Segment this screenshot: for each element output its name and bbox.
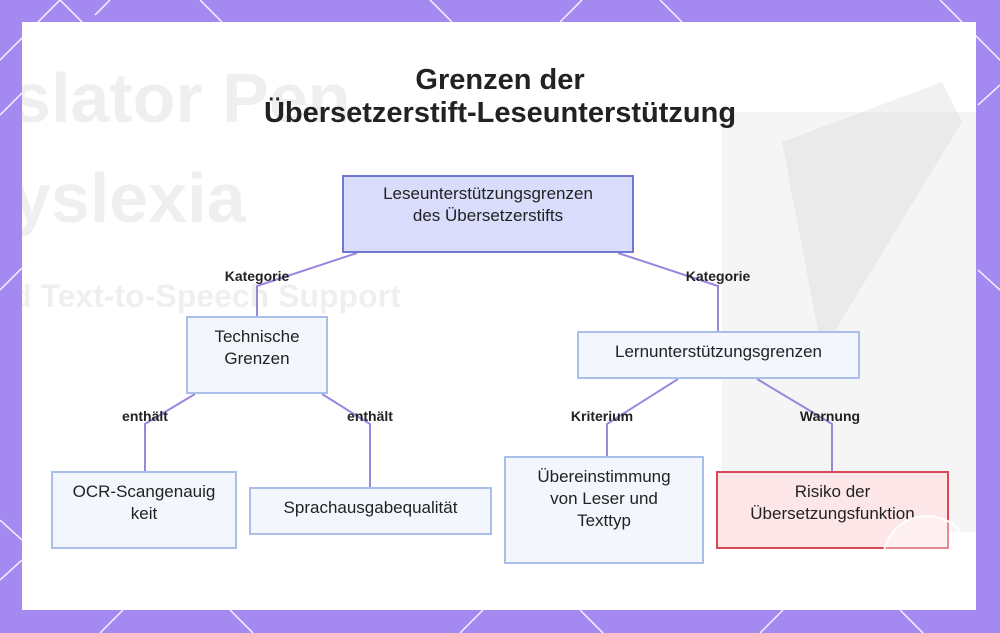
title-line-2: Übersetzerstift-Leseunterstützung (263, 97, 737, 129)
speech-quality-label: Sprachausgabequalität (283, 498, 458, 517)
root-node[interactable]: Leseunterstützungsgrenzen des Übersetzer… (342, 175, 634, 253)
technical-limits-node[interactable]: Technische Grenzen (186, 316, 328, 394)
ocr-accuracy-node[interactable]: OCR-Scangenauigkeit (51, 471, 237, 549)
translation-risk-label: Risiko der Übersetzungsfunktion (750, 482, 915, 523)
ocr-accuracy-label: OCR-Scangenauigkeit (72, 482, 216, 523)
edge-label-category-right: Kategorie (685, 268, 751, 284)
edge-technical-ocr (144, 393, 196, 471)
edge-root-technical (256, 252, 358, 316)
reader-text-match-label: Übereinstimmung von Leser und Texttyp (537, 467, 671, 530)
edge-label-category-left: Kategorie (224, 268, 290, 284)
edge-label-contains-ocr: enthält (122, 408, 168, 424)
logo-badge (882, 515, 972, 605)
edge-learning-risk (756, 378, 833, 471)
speech-quality-node[interactable]: Sprachausgabequalität (249, 487, 492, 535)
edge-label-contains-speech: enthält (347, 408, 393, 424)
edge-label-warning: Warnung (799, 408, 861, 424)
reader-text-match-node[interactable]: Übereinstimmung von Leser und Texttyp (504, 456, 704, 564)
learning-support-limits-label: Lernunterstützungsgrenzen (615, 342, 822, 361)
edge-label-criterion: Kriterium (570, 408, 634, 424)
edge-learning-match (606, 378, 679, 456)
technical-limits-label: Technische Grenzen (214, 327, 300, 368)
learning-support-limits-node[interactable]: Lernunterstützungsgrenzen (577, 331, 860, 379)
edge-technical-speech (321, 393, 371, 487)
page-title: Grenzen der Übersetzerstift-Leseunterstü… (0, 64, 1000, 130)
root-node-label: Leseunterstützungsgrenzen des Übersetzer… (383, 184, 593, 225)
edge-root-learning (617, 252, 719, 331)
title-line-1: Grenzen der (415, 64, 585, 96)
